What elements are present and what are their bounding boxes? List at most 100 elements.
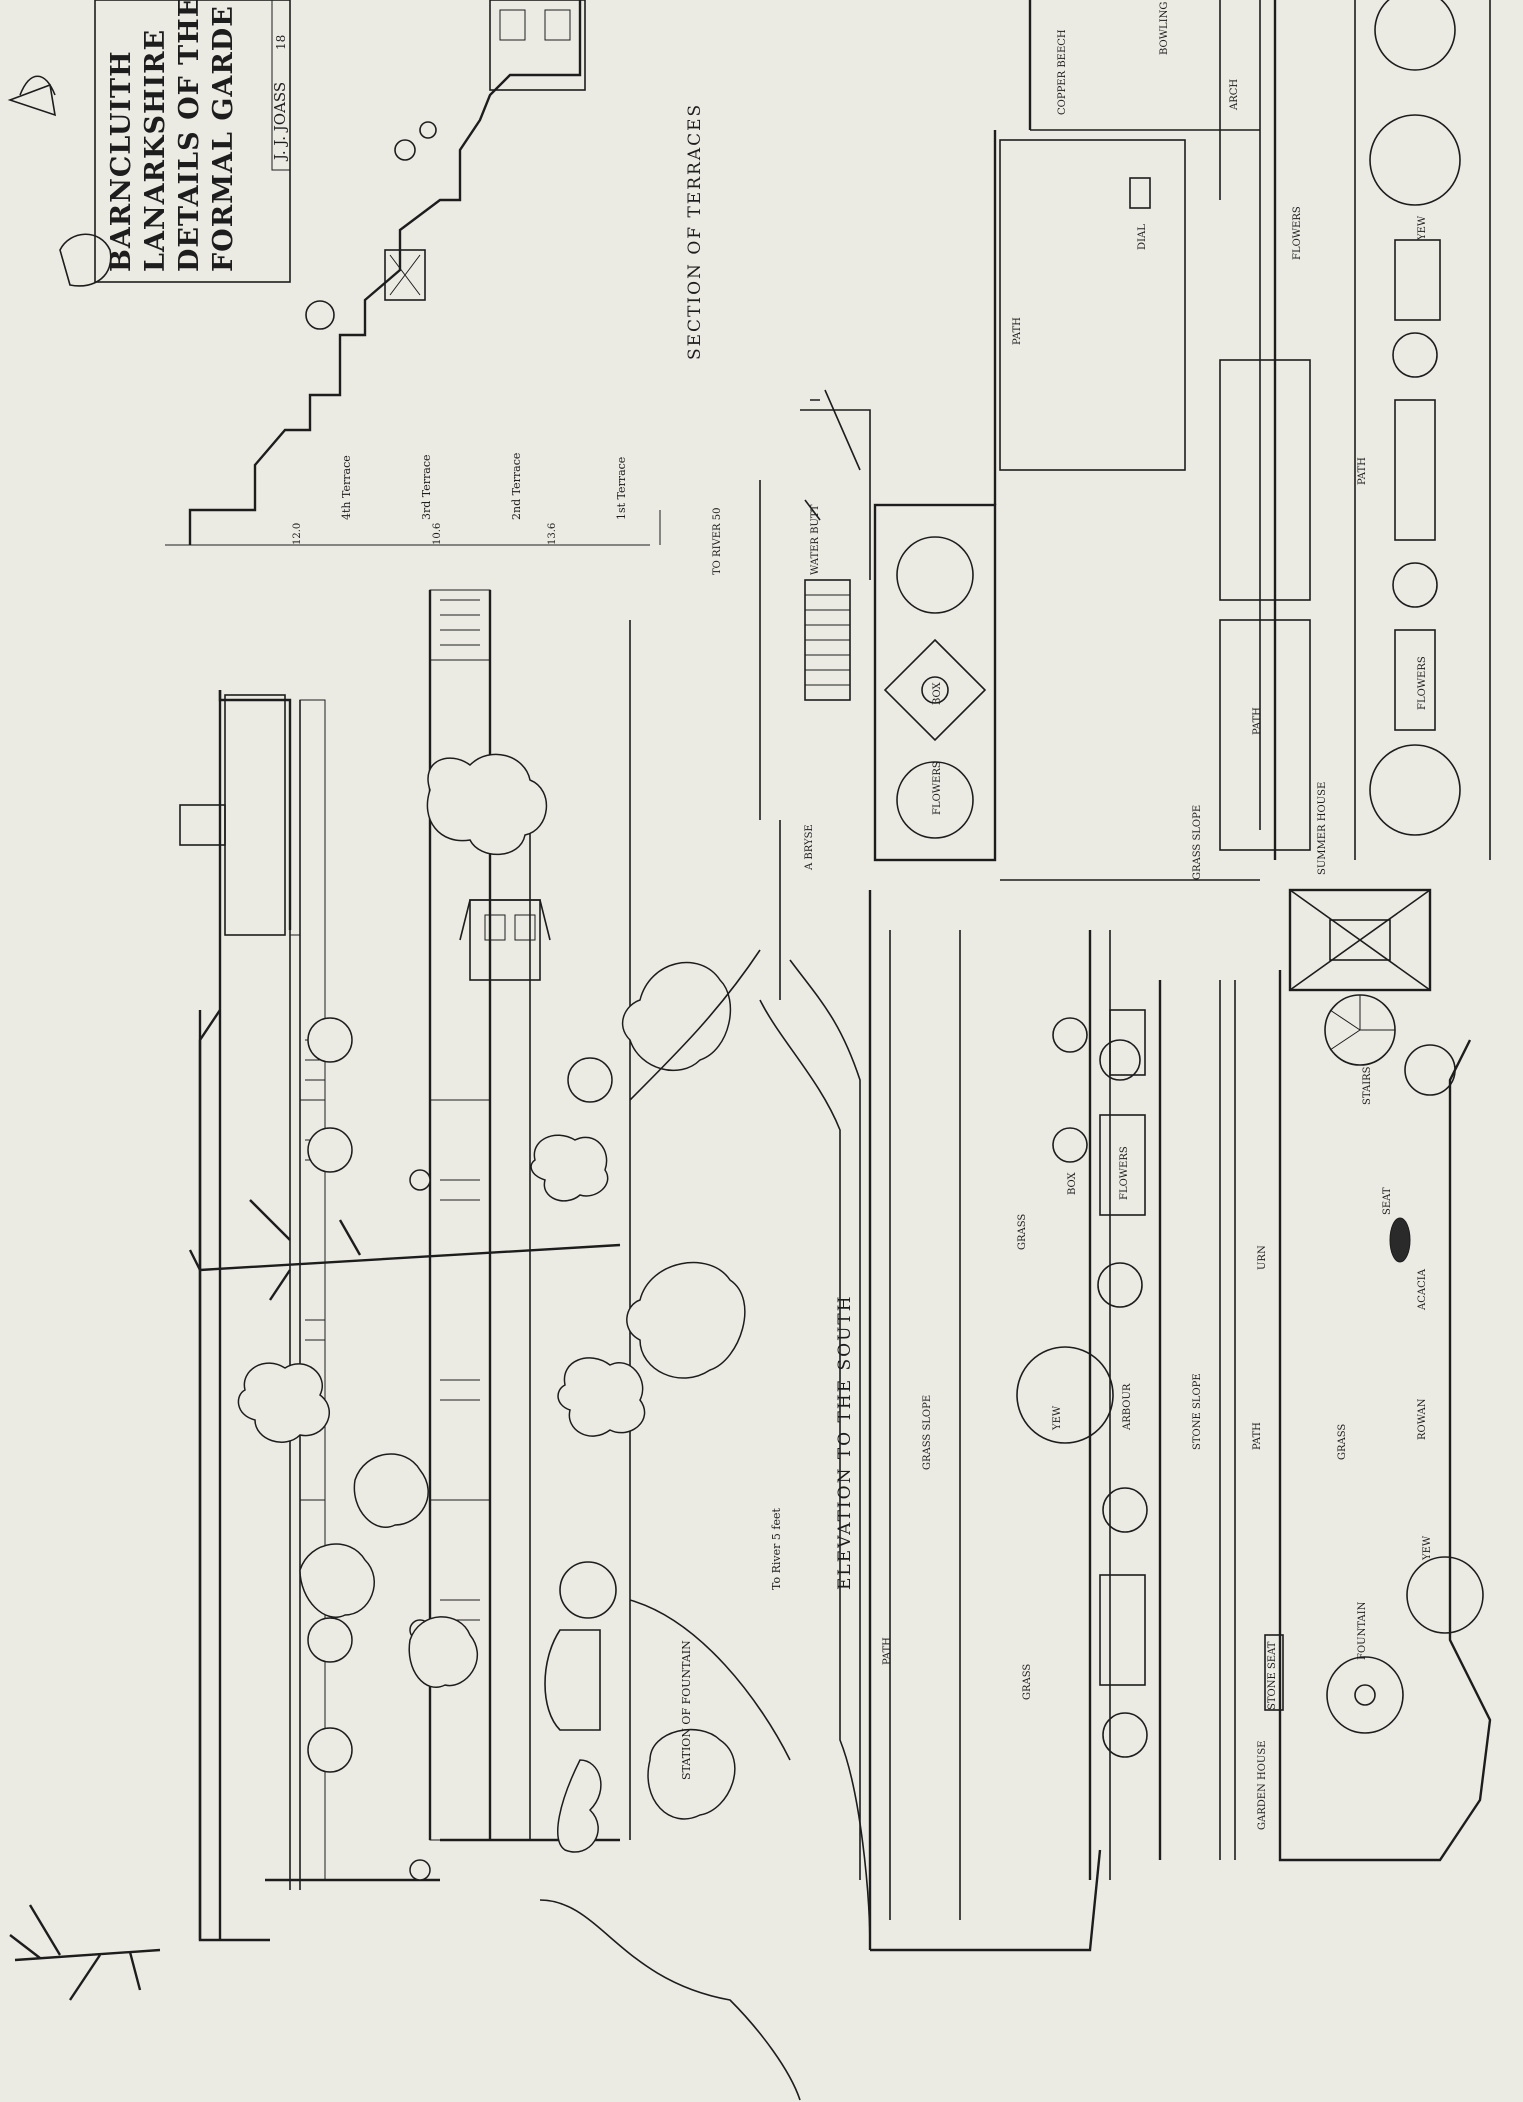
stone-seat-plan [1264,1634,1284,1711]
label-seat: SEAT [1382,1187,1393,1215]
section-urn-3 [419,121,437,139]
label-yew-bowling: YEW [1417,215,1428,241]
crest-ornament [7,75,57,117]
label-path-lawn: PATH [1252,1422,1263,1450]
section-of-terraces: SECTION OF TERRACES 4th Terrace 3rd Terr… [165,0,723,575]
plan-labels: PATH PATH PATH PATH PATH GRASS SLOPE GRA… [804,2,1433,1830]
label-a-bryse: A BRYSE [804,824,815,871]
label-arbour: ARBOUR [1122,1383,1133,1431]
terrace-label-1: 1st Terrace [615,457,628,520]
label-water-butt: WATER BUTT [810,504,821,575]
flowers-bed-lowest [1099,1574,1146,1686]
dim-4: TO RIVER 50 [712,508,723,575]
dial-garden [999,139,1186,471]
station-of-fountain-label: STATION OF FOUNTAIN [680,1640,693,1780]
garden-plan [759,0,1492,1952]
label-path-mid: PATH [1252,707,1263,735]
ground-slope [539,1899,801,2101]
label-flowers-lower: FLOWERS [1119,1146,1130,1200]
label-grass-lower: GRASS [1022,1664,1033,1700]
label-acacia: ACACIA [1417,1268,1428,1311]
plan-yews [1016,1017,1484,1758]
title-line-3: DETAILS OF THE [174,0,205,272]
sundial [1129,177,1151,209]
terrace-label-3: 3rd Terrace [420,454,433,520]
label-grass-upper: GRASS [1017,1214,1028,1250]
seat [1389,1217,1411,1263]
elevation-trees [237,753,746,1853]
label-grass-slope-lower: GRASS SLOPE [922,1395,933,1470]
upper-house [224,694,286,936]
label-yew-arbour: YEW [1052,1405,1063,1431]
dim-1: 12.0 [292,523,303,545]
box-circle [921,676,949,704]
title-line-4: FORMAL GARDE [208,5,239,272]
label-garden-house: GARDEN HOUSE [1257,1741,1268,1830]
river-note: To River 5 feet [770,1508,783,1590]
parterre-circle-1 [896,536,974,614]
label-arch: ARCH [1229,79,1240,111]
terrace-profile [188,0,582,545]
label-dial: DIAL [1137,224,1148,250]
figure-ornament [59,233,112,287]
elevation-urns [307,1017,613,1881]
corner-tree [9,1904,161,2001]
section-urn-2 [394,139,416,161]
label-fountain: FOUNTAIN [1357,1601,1368,1660]
label-flowers-bowling: FLOWERS [1417,656,1428,710]
flower-bed-mid [1219,619,1311,851]
title-line-2: LANARKSHIRE [140,29,171,272]
lower-path-curve [759,999,871,1951]
label-bowling: BOWLING [1159,2,1170,55]
bowling-green [1369,0,1461,836]
author-name: J. J. JOASS [271,82,289,162]
elevation-top-end [218,690,292,930]
section-urn-1 [305,300,335,330]
label-box-lower: BOX [1067,1171,1078,1195]
section-dimensions: 12.0 10.6 13.6 TO RIVER 50 [292,508,723,575]
label-stone-seat: STONE SEAT [1267,1641,1278,1710]
label-grass-lawn: GRASS [1337,1424,1348,1460]
chimney [179,804,226,846]
section-house [489,0,586,91]
section-title: SECTION OF TERRACES [685,103,705,360]
label-box: BOX [932,681,943,705]
author-date: 18 [274,35,288,50]
section-gate [384,249,426,301]
elevation-south: ELEVATION TO THE SOUTH To River 5 feet S… [9,589,855,2101]
flower-bed-upper [1219,359,1311,601]
terrace-label-4: 4th Terrace [340,455,353,520]
dim-2: 10.6 [432,523,443,545]
label-flowers-parterre: FLOWERS [932,761,943,815]
upper-parterre [873,503,997,862]
label-path-lower: PATH [882,1637,893,1665]
brick-walls [299,589,491,1881]
label-path-upper: PATH [1012,317,1023,345]
label-urn: URN [1257,1245,1268,1270]
terrace-labels: 4th Terrace 3rd Terrace 2nd Terrace 1st … [340,453,628,520]
fountain-plan [1326,1656,1404,1734]
fountain-arch [544,1629,601,1731]
plan-boundary-right [1278,1039,1492,1862]
elevation-left-end [198,1009,270,1942]
title-line-1: BARNCLUITH [106,50,137,272]
fountain-bowl-elevation [559,1561,617,1619]
flowers-bed-lower [1099,1114,1146,1216]
label-rowan: ROWAN [1417,1398,1428,1440]
parterre-diamond [883,638,987,742]
label-stone-slope: STONE SLOPE [1192,1373,1203,1450]
label-summer-house: SUMMER HOUSE [1317,782,1328,875]
title-block: BARNCLUITH LANARKSHIRE DETAILS OF THE FO… [7,0,291,287]
label-grass-slope-upper: GRASS SLOPE [1192,805,1203,880]
parterre-circle-2 [896,761,974,839]
label-stairs: STAIRS [1362,1066,1373,1105]
label-path-bowling: PATH [1357,457,1368,485]
label-yew-lawn: YEW [1422,1535,1433,1561]
label-flowers-upper: FLOWERS [1292,206,1303,260]
elevation-title: ELEVATION TO THE SOUTH [835,1294,855,1590]
summer-house [1288,888,1432,992]
terrace-label-2: 2nd Terrace [510,453,523,520]
bare-tree [188,1199,621,1301]
dim-3: 13.6 [547,523,558,545]
